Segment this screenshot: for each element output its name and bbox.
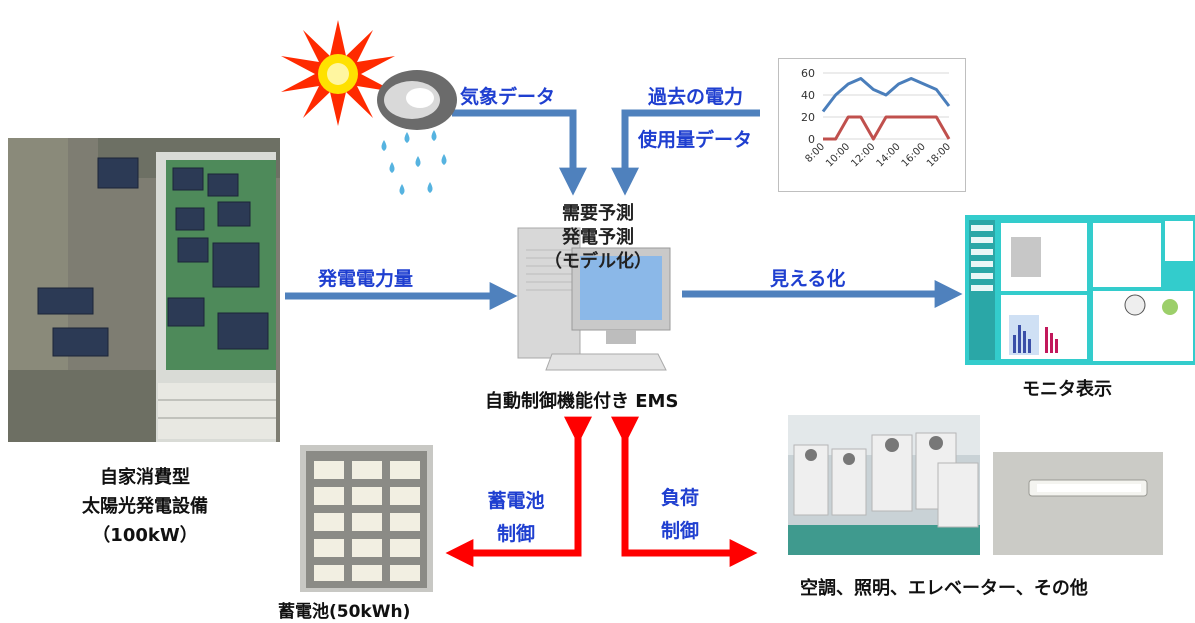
past-data-arrow: [611, 109, 760, 196]
series-line-1: [821, 77, 951, 113]
x-tick-label: 14:00: [875, 141, 903, 169]
battery-control-label: 蓄電池 制御: [476, 485, 556, 551]
rain-cloud-icon: [377, 70, 457, 195]
solar-caption-line2: 太陽光発電設備: [82, 496, 208, 517]
x-tick-label: 10:00: [824, 141, 852, 169]
battery-photo: [300, 445, 433, 592]
x-tick-label: 18:00: [925, 141, 953, 169]
solar-building-photo: [8, 138, 280, 442]
x-tick-label: 16:00: [900, 141, 928, 169]
y-tick-label: 60: [801, 67, 815, 80]
load-control-arrow: [611, 416, 758, 567]
x-tick-label: 12:00: [849, 141, 877, 169]
load-control-line2: 制御: [660, 520, 699, 542]
solar-caption-line3: （100kW）: [92, 525, 198, 546]
series-line-2: [823, 115, 951, 141]
loads-caption: 空調、照明、エレベーター、その他: [800, 578, 1088, 599]
solar-caption-line1: 自家消費型: [100, 467, 190, 488]
weather-arrow: [452, 109, 587, 196]
ems-forecast-text: 需要予測 発電予測 （モデル化）: [533, 202, 663, 274]
solar-caption: 自家消費型 太陽光発電設備 （100kW）: [40, 463, 250, 550]
monitor-screen-image: [965, 215, 1195, 365]
ems-text-line2: 発電予測: [562, 227, 634, 248]
battery-control-line2: 制御: [496, 523, 535, 545]
monitor-caption: モニタ表示: [1022, 379, 1112, 400]
generation-amount-label: 発電電力量: [318, 268, 414, 290]
past-power-label-line1: 過去の電力: [648, 86, 744, 108]
air-conditioner-photo: [788, 415, 980, 555]
past-power-label-line2: 使用量データ: [638, 129, 753, 151]
y-tick-label: 0: [808, 133, 815, 146]
battery-caption: 蓄電池(50kWh): [278, 602, 411, 622]
lighting-photo: [993, 452, 1163, 555]
sun-icon: [281, 20, 395, 126]
visualization-label: 見える化: [770, 268, 846, 290]
ems-text-line3: （モデル化）: [544, 251, 652, 272]
load-control-line1: 負荷: [660, 487, 699, 509]
battery-control-arrow: [445, 416, 592, 567]
load-control-label: 負荷 制御: [650, 482, 710, 548]
y-tick-label: 20: [801, 111, 815, 124]
ems-computer-icon: [517, 227, 671, 371]
battery-control-line1: 蓄電池: [487, 490, 545, 512]
ems-text-line1: 需要予測: [562, 203, 634, 224]
y-tick-label: 40: [801, 89, 815, 102]
weather-data-label: 気象データ: [460, 86, 556, 108]
ems-caption: 自動制御機能付き EMS: [485, 391, 679, 412]
